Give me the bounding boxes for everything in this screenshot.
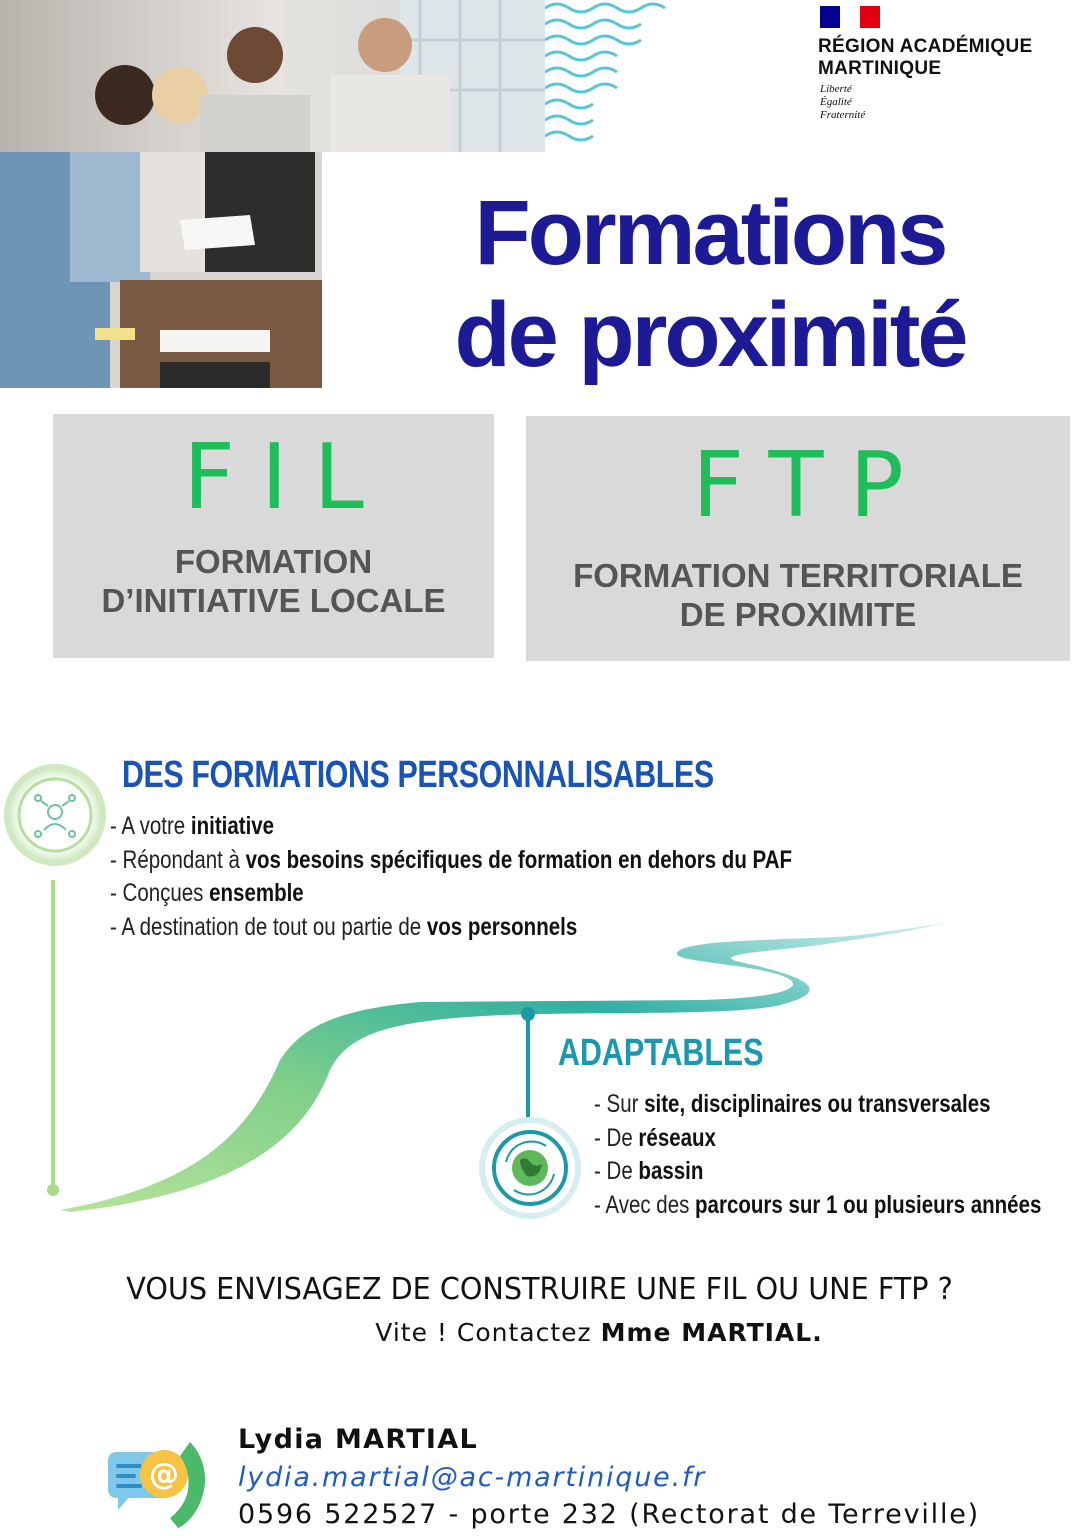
perso-heading: DES FORMATIONS PERSONNALISABLES (122, 754, 714, 796)
list-item: - A votre initiative (110, 812, 275, 840)
french-flag-icon (820, 6, 880, 28)
republic-motto: Liberté Égalité Fraternité (820, 83, 865, 122)
list-item: - Sur site, disciplinaires ou transversa… (594, 1090, 991, 1118)
cta-contact: Vite ! Contactez Mme MARTIAL. (0, 1316, 1086, 1350)
contact-name: Lydia MARTIAL (238, 1424, 478, 1455)
motto-liberte: Liberté (820, 83, 852, 95)
contact-email-link[interactable]: lydia.martial@ac-martinique.fr (238, 1462, 707, 1493)
list-item: - De bassin (594, 1157, 704, 1185)
people-network-icon (34, 794, 76, 838)
road-infographic (4, 764, 950, 1219)
header-photo-lower (0, 0, 322, 388)
list-item: - Répondant à vos besoins spécifiques de… (110, 845, 793, 874)
title-line1: Formations (474, 182, 949, 284)
decorative-waves (545, 0, 745, 152)
fil-box: FIL FORMATION D’INITIATIVE LOCALE (53, 414, 494, 658)
marianne-logo: RÉGION ACADÉMIQUE MARTINIQUE Liberté Éga… (818, 6, 1068, 136)
region-name: RÉGION ACADÉMIQUE MARTINIQUE (818, 36, 1032, 80)
motto-fraternite: Fraternité (820, 109, 866, 121)
region-line2: MARTINIQUE (818, 58, 942, 79)
cta-question: VOUS ENVISAGEZ DE CONSTRUIRE UNE FIL OU … (126, 1272, 953, 1307)
motto-egalite: Égalité (820, 96, 852, 108)
left-stem-dot (47, 1184, 59, 1196)
cta-contact-pre: Vite ! Contactez (375, 1318, 601, 1347)
list-item: - De réseaux (594, 1123, 716, 1152)
email-phone-icon: @ (108, 1442, 206, 1528)
region-line1: RÉGION ACADÉMIQUE (818, 36, 1033, 57)
title-line2: de proximité (454, 284, 968, 386)
page-title: Formations de proximité (340, 182, 1080, 386)
globe-refresh-icon (505, 1140, 555, 1196)
ftp-box: FTP FORMATION TERRITORIALE DE PROXIMITE (526, 416, 1070, 661)
cta-contact-name: Mme MARTIAL. (600, 1318, 823, 1347)
header-photo (0, 0, 545, 152)
fil-acronym: FIL (183, 425, 390, 530)
list-item: - A destination de tout ou partie de vos… (110, 912, 578, 941)
fil-line2: D’INITIATIVE LOCALE (101, 582, 446, 619)
ftp-line2: DE PROXIMITE (679, 596, 917, 633)
fil-line1: FORMATION (174, 543, 373, 580)
svg-text:@: @ (149, 1457, 179, 1492)
list-item: - Avec des parcours sur 1 ou plusieurs a… (594, 1190, 1042, 1219)
adapt-list: - Sur site, disciplinaires ou transversa… (594, 1088, 1041, 1222)
list-item: - Conçues ensemble (110, 879, 304, 907)
perso-list: - A votre initiative - Répondant à vos b… (110, 810, 792, 944)
adapt-heading: ADAPTABLES (558, 1032, 764, 1074)
ftp-line1: FORMATION TERRITORIALE (573, 557, 1023, 594)
ftp-acronym: FTP (692, 433, 930, 538)
contact-phone: 0596 522527 - porte 232 (Rectorat de Ter… (238, 1499, 981, 1530)
